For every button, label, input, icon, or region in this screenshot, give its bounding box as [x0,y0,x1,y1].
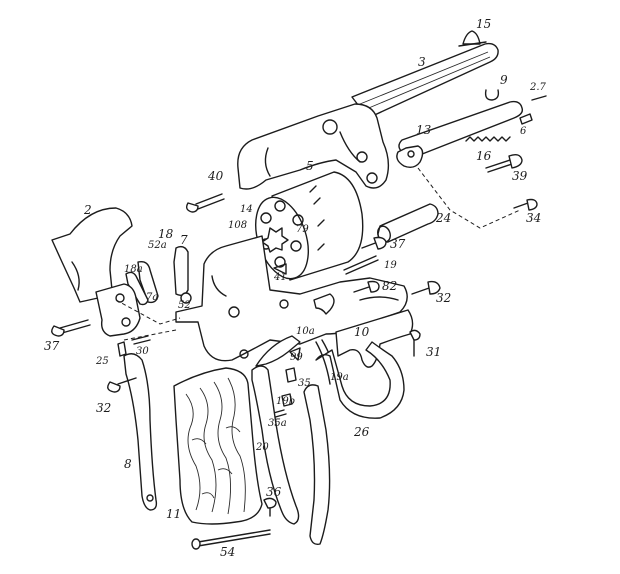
part-31-screw [409,329,421,357]
part-26-trigger-guard [303,341,405,546]
label-13: 13 [416,123,432,137]
part-40-screw [185,193,225,213]
label-30: 30 [136,346,149,357]
guide-dashed-frame [115,299,181,341]
label-19b: 19b [276,396,295,407]
label-20: 20 [255,442,269,453]
part-7a-hammer [95,283,141,337]
label-8: 8 [124,457,132,471]
label-82: 82 [382,279,397,293]
label-35: 35 [298,378,311,389]
label-11: 11 [166,507,181,521]
part-25-pin [117,341,127,357]
label-34: 34 [526,211,541,225]
label-40: 40 [207,169,224,183]
label-99: 99 [290,352,303,363]
part-9-loop [484,89,500,101]
label-2: 2 [83,203,92,217]
part-36-screw [263,497,277,517]
part-19-spring [343,255,379,275]
part-16-spring [465,136,511,142]
part-8-front-strap [123,353,158,511]
label-5: 5 [306,159,314,173]
label-36: 36 [266,485,282,499]
part-99-pin [289,347,301,361]
label-15: 15 [476,17,491,31]
label-9: 9 [500,73,508,87]
label-18a: 18a [124,264,143,275]
part-54-rod [191,529,271,550]
label-26: 26 [353,425,370,439]
label-79: 79 [296,224,309,235]
part-labels: 15 3 9 2.7 13 6 16 39 34 40 5 14 108 79 … [44,17,547,559]
guide-dashed-lever [417,167,521,229]
part-34-screw [513,198,538,211]
part-82-pin [353,280,380,293]
label-19a: 19a [330,372,349,383]
label-19: 19 [384,260,397,271]
part-2-7-pin [531,95,547,101]
part-20-back-strap [251,365,300,525]
part-24-cylinder-pin [377,203,439,243]
part-11-grip [173,367,263,525]
part-32-screw-upper [411,280,441,295]
label-10a: 10a [296,326,315,337]
label-32-upper: 32 [436,291,451,305]
part-2-side-plate [51,207,133,303]
part-52-screw [180,292,192,304]
part-19b-pin [281,393,293,407]
label-6: 6 [520,126,527,137]
label-24: 24 [435,211,451,225]
label-52: 52 [178,300,191,311]
part-35-pin [285,367,297,383]
label-31: 31 [426,345,441,359]
label-35a: 35a [268,418,287,429]
label-32-lower: 32 [96,401,111,415]
label-10: 10 [354,325,370,339]
part-30-pin [131,335,151,345]
label-14: 14 [240,204,253,215]
label-39: 39 [512,169,528,183]
label-37-lower: 37 [44,339,60,353]
label-2-7: 2.7 [529,82,547,93]
label-7a: 7a [146,292,158,303]
part-37-screw-upper [361,236,387,250]
label-37-upper: 37 [390,237,406,251]
part-6-screw [519,113,533,125]
label-41: 41 [273,272,287,283]
label-7: 7 [180,233,188,247]
part-39-screw [485,153,523,173]
label-16: 16 [476,149,492,163]
part-32-screw-lower [107,377,137,393]
label-52a: 52a [148,240,167,251]
label-54: 54 [220,545,235,559]
part-13-loading-lever [396,100,524,169]
label-3: 3 [418,55,426,69]
part-18a-lever [125,271,149,306]
part-barrel-frame [237,42,499,190]
label-25: 25 [95,356,109,367]
part-52a-lever [137,260,159,304]
part-7-hand [173,245,189,297]
label-18: 18 [158,227,174,241]
part-10a-trigger [255,335,301,367]
part-41-notch [273,263,287,275]
part-37-screw-lower [51,319,91,337]
part-front-sight [458,30,487,47]
label-108: 108 [228,220,247,231]
part-5-cylinder [255,171,364,281]
